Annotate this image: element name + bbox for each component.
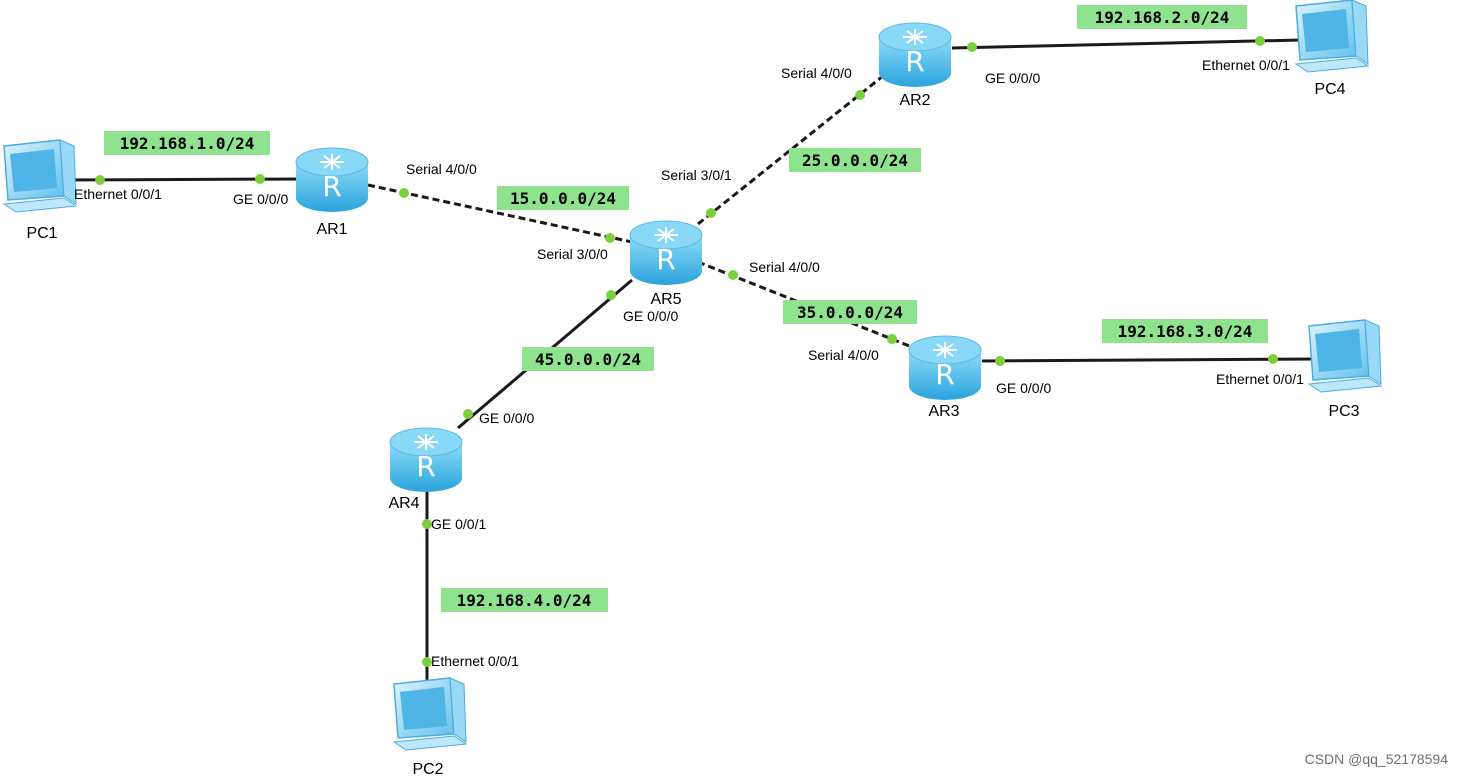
port-label: Serial 4/0/0: [781, 65, 852, 81]
port-label: GE 0/0/0: [996, 380, 1051, 396]
network-label-text: 192.168.3.0/24: [1118, 322, 1253, 341]
network-label-15-0-0: 15.0.0.0/24: [497, 186, 629, 210]
router-device-ar2[interactable]: [878, 22, 952, 88]
port-label: GE 0/0/1: [431, 516, 486, 532]
port-label: GE 0/0/0: [623, 308, 678, 324]
port-dot: [463, 409, 473, 419]
network-label-text: 192.168.1.0/24: [120, 134, 255, 153]
port-dot: [606, 290, 616, 300]
pc-device-pc1[interactable]: [3, 139, 77, 213]
network-label-192-168-2: 192.168.2.0/24: [1077, 5, 1247, 29]
network-label-text: 15.0.0.0/24: [510, 189, 616, 208]
pc-icon: [3, 139, 77, 213]
device-label-pc3: PC3: [1328, 403, 1359, 420]
link-ar1-ar5: [367, 183, 633, 244]
port-label: GE 0/0/0: [233, 191, 288, 207]
device-label-pc4: PC4: [1314, 81, 1345, 98]
port-dot: [967, 42, 977, 52]
port-dot: [95, 175, 105, 185]
network-label-25-0-0: 25.0.0.0/24: [789, 148, 921, 172]
port-label: Serial 3/0/1: [661, 167, 732, 183]
port-dot: [1268, 354, 1278, 364]
link-ar2-pc4: [951, 38, 1301, 50]
pc-icon: [1308, 319, 1382, 393]
router-device-ar5[interactable]: [629, 220, 703, 286]
network-label-45-0-0: 45.0.0.0/24: [522, 347, 654, 371]
port-dot: [706, 208, 716, 218]
router-icon: [389, 427, 463, 493]
network-label-text: 45.0.0.0/24: [535, 350, 641, 369]
port-label: GE 0/0/0: [985, 70, 1040, 86]
device-label-pc1: PC1: [26, 225, 57, 242]
watermark: CSDN @qq_52178594: [1305, 751, 1449, 767]
port-dots-layer: [95, 36, 1278, 667]
network-label-text: 192.168.4.0/24: [457, 591, 592, 610]
port-dot: [255, 174, 265, 184]
port-dot: [728, 270, 738, 280]
port-dot: [399, 188, 409, 198]
router-icon: [629, 220, 703, 286]
port-label: Ethernet 0/0/1: [431, 653, 519, 669]
port-dot: [422, 519, 432, 529]
device-label-ar4: AR4: [388, 495, 419, 512]
port-label: Ethernet 0/0/1: [74, 186, 162, 202]
network-label-192-168-4: 192.168.4.0/24: [441, 588, 608, 612]
network-label-text: 25.0.0.0/24: [802, 151, 908, 170]
port-label: Ethernet 0/0/1: [1202, 57, 1290, 73]
pc-device-pc2[interactable]: [393, 677, 467, 751]
pc-icon: [393, 677, 467, 751]
router-device-ar4[interactable]: [389, 427, 463, 493]
port-dot: [855, 90, 865, 100]
port-label: Serial 4/0/0: [808, 347, 879, 363]
port-dot: [605, 233, 615, 243]
device-label-ar5: AR5: [650, 291, 681, 308]
device-label-ar3: AR3: [928, 403, 959, 420]
port-dot: [995, 356, 1005, 366]
port-dot: [1255, 36, 1265, 46]
port-label: Serial 3/0/0: [537, 246, 608, 262]
network-label-192-168-3: 192.168.3.0/24: [1102, 319, 1268, 343]
network-label-text: 192.168.2.0/24: [1095, 8, 1230, 27]
pc-device-pc4[interactable]: [1295, 0, 1369, 73]
port-dot: [422, 657, 432, 667]
network-label-text: 35.0.0.0/24: [797, 303, 903, 322]
network-label-192-168-1: 192.168.1.0/24: [104, 131, 270, 155]
port-label: Ethernet 0/0/1: [1216, 371, 1304, 387]
port-label: GE 0/0/0: [479, 410, 534, 426]
network-label-35-0-0: 35.0.0.0/24: [783, 300, 917, 324]
router-icon: [908, 335, 982, 401]
router-icon: [295, 147, 369, 213]
device-label-ar2: AR2: [899, 92, 930, 109]
device-label-pc2: PC2: [412, 761, 443, 776]
router-icon: [878, 22, 952, 88]
device-label-ar1: AR1: [316, 221, 347, 238]
port-dot: [887, 334, 897, 344]
pc-device-pc3[interactable]: [1308, 319, 1382, 393]
router-device-ar3[interactable]: [908, 335, 982, 401]
port-label: Serial 4/0/0: [406, 161, 477, 177]
pc-icon: [1295, 0, 1369, 73]
link-ar3-pc3: [981, 357, 1319, 363]
router-device-ar1[interactable]: [295, 147, 369, 213]
port-label: Serial 4/0/0: [749, 259, 820, 275]
